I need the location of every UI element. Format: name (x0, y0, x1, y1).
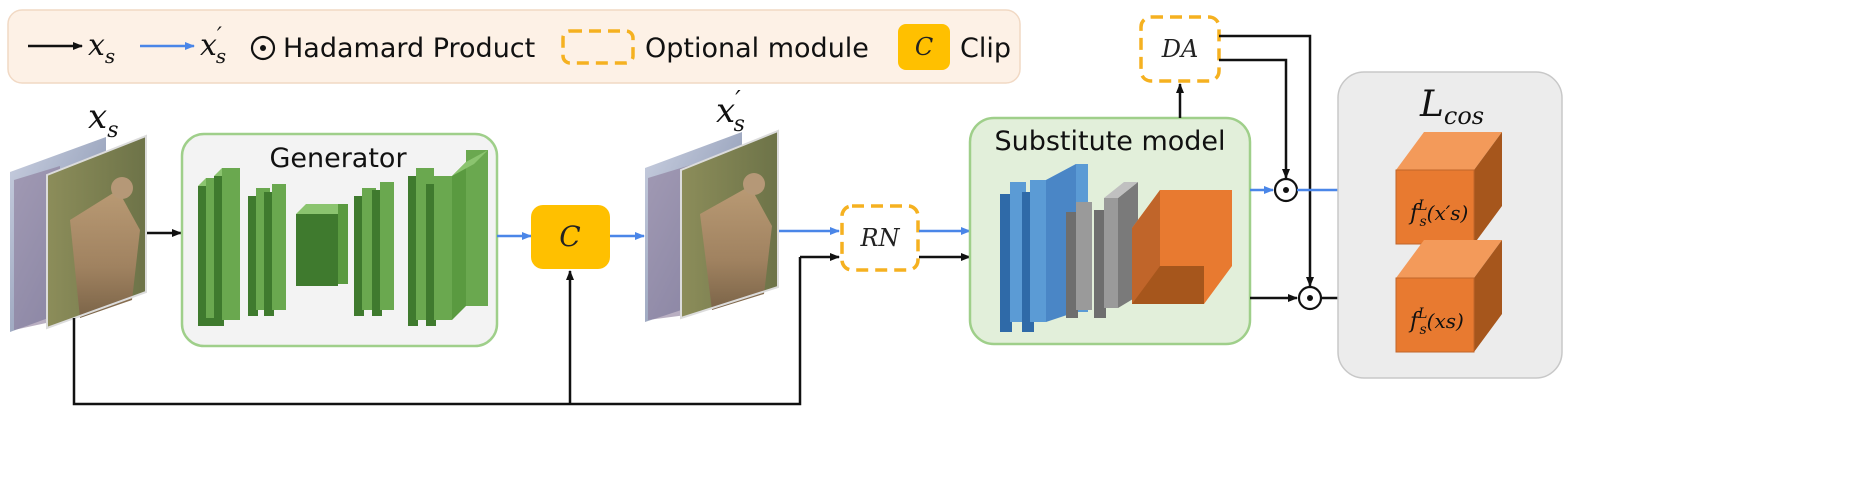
image-thumbnail (46, 134, 147, 330)
legend-clip-label: Clip (960, 33, 1011, 64)
input-image-xs: xs (10, 97, 147, 332)
da-output-line-mid (1219, 58, 1290, 179)
xsprime-label: x′s (716, 86, 745, 137)
legend-xs-label: xs (88, 28, 115, 68)
da-output-line-top (1219, 34, 1314, 287)
substitute-label: Substitute model (994, 126, 1225, 157)
substitute-layers-icon (1000, 164, 1232, 332)
clip-icon (531, 205, 610, 269)
da-label: DA (1161, 35, 1199, 63)
legend-clip-symbol: C (915, 33, 933, 61)
hadamard-icon (1273, 177, 1299, 203)
legend-clip-icon (898, 24, 950, 70)
legend-box (7, 9, 1021, 84)
legend-hadamard-icon (250, 35, 276, 61)
generator-label: Generator (269, 143, 407, 174)
clip-block: C (531, 205, 610, 269)
xs-label: xs (88, 97, 118, 143)
adversarial-image-xsprime: x′s (645, 86, 779, 322)
rn-optional-module: RN (840, 204, 920, 272)
legend-optional-label: Optional module (645, 33, 869, 64)
legend-optional-module-icon (561, 29, 635, 65)
da-box (1139, 15, 1221, 83)
rn-label: RN (859, 224, 900, 252)
da-optional-module: DA (1139, 15, 1221, 83)
legend: xs x′s Hadamard Product Optional module … (7, 9, 1021, 84)
rn-box (840, 204, 920, 272)
generator-layers-icon (198, 150, 488, 326)
image-thumbnail (680, 129, 779, 320)
skip-connection-line (72, 257, 802, 406)
loss-label: Lcos (1419, 84, 1484, 130)
legend-xsprime-label: x′s (200, 24, 226, 68)
substitute-model-block: Substitute model (968, 116, 1252, 346)
generator-block: Generator (180, 132, 499, 348)
legend-hadamard-label: Hadamard Product (283, 33, 535, 64)
clip-symbol: C (559, 220, 580, 253)
hadamard-icon (1297, 285, 1323, 311)
